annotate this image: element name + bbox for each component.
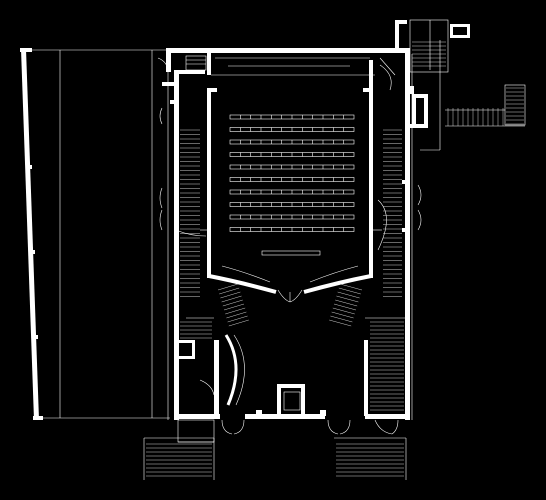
seat-row <box>229 114 355 120</box>
left-corridor-doors <box>157 57 207 237</box>
ticket-booth <box>256 384 326 416</box>
seat-row <box>229 202 355 207</box>
stage-area <box>185 55 396 76</box>
seating-rows <box>229 114 355 232</box>
seat-row <box>229 164 355 170</box>
right-corridor <box>402 86 428 232</box>
right-side-stair <box>383 129 402 297</box>
auditorium <box>200 60 392 294</box>
annex-stair <box>409 19 526 151</box>
left-wing <box>20 48 170 420</box>
left-side-stair <box>180 129 200 297</box>
seat-row <box>229 189 355 195</box>
seat-row <box>229 152 355 157</box>
seat-row <box>229 214 355 220</box>
seat-row <box>229 127 355 132</box>
seat-row <box>229 177 355 182</box>
main-entrance-doors <box>221 419 399 435</box>
auditorium-entrance-doors <box>277 289 303 303</box>
lobby <box>175 283 406 416</box>
main-building <box>166 20 413 420</box>
bottom-stairs <box>143 419 407 480</box>
seat-row <box>229 227 355 232</box>
seat-row <box>229 139 355 145</box>
